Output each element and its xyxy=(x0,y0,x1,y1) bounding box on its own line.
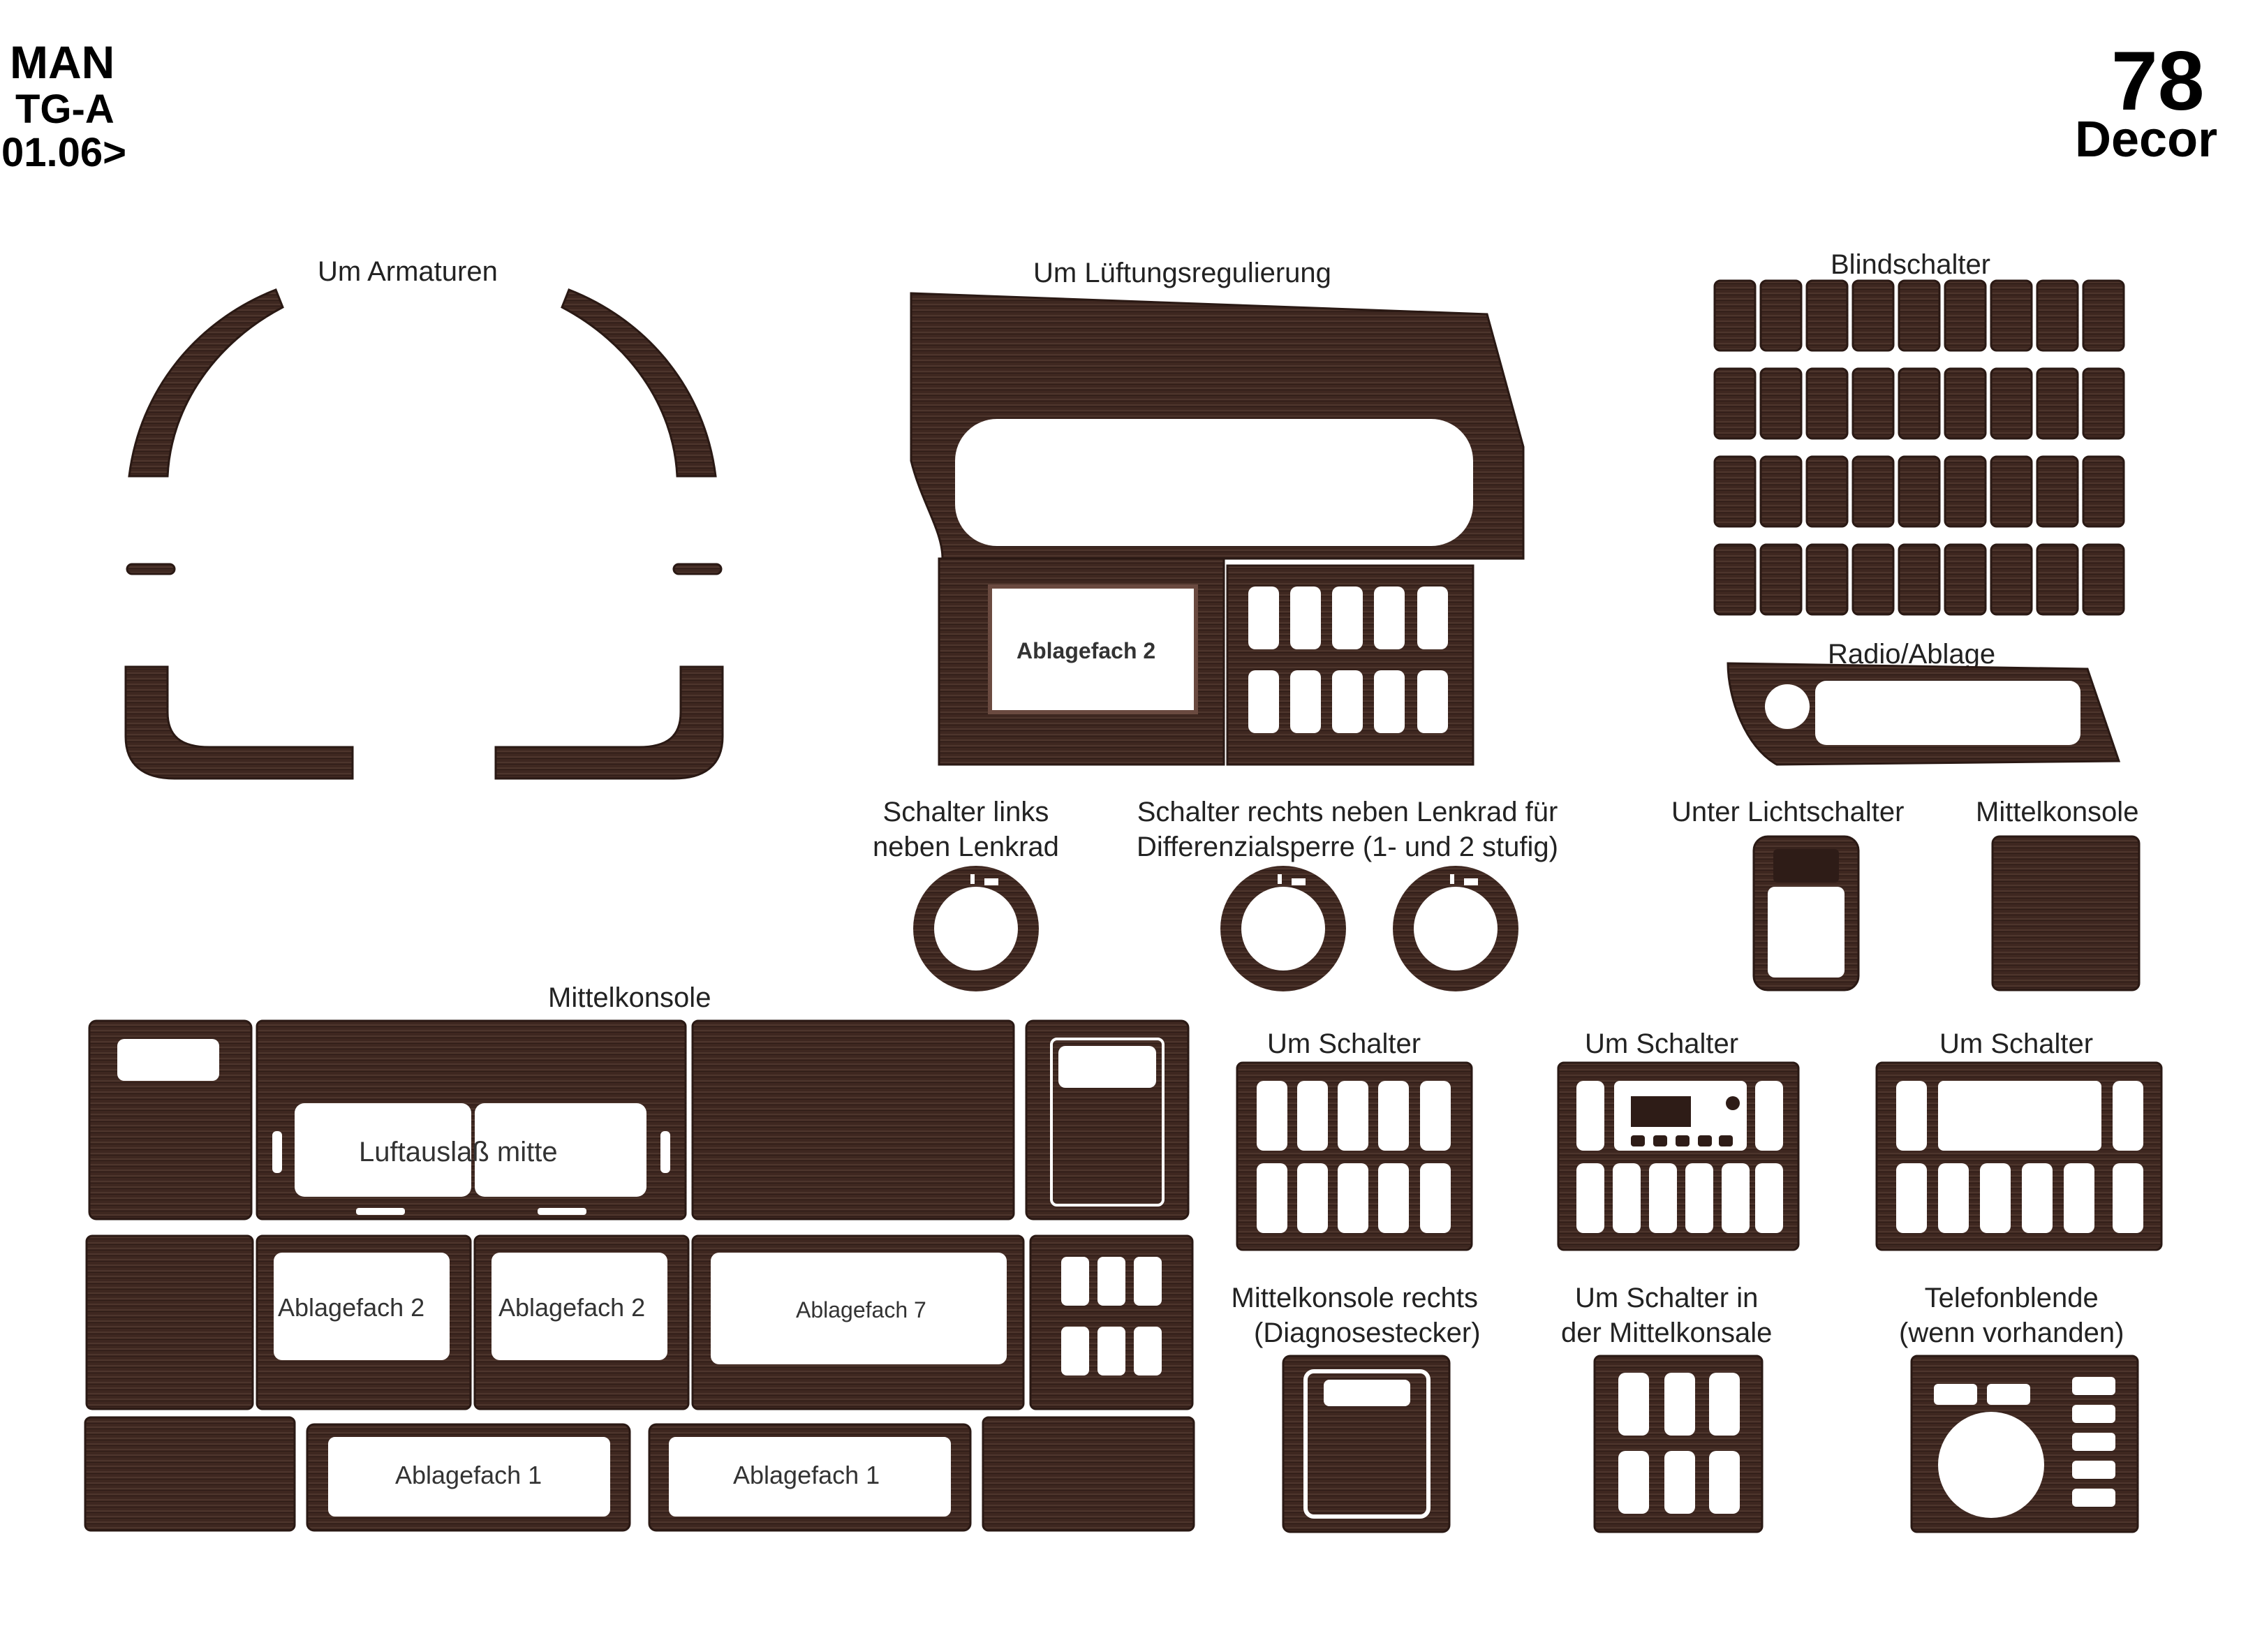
label-um-lueftung: Um Lüftungsregulierung xyxy=(1033,258,1331,288)
label-ablagefach-7: Ablagefach 7 xyxy=(796,1297,926,1322)
kit-number: 78 xyxy=(2111,34,2205,128)
radio-ablage-panel xyxy=(1727,662,2121,766)
label-telefon-line2: (wenn vorhanden) xyxy=(1899,1318,2124,1348)
label-schalter-rechts-line1: Schalter rechts neben Lenkrad für xyxy=(1137,797,1558,827)
unter-lichtschalter-part xyxy=(1752,835,1860,991)
label-um-schalter-3: Um Schalter xyxy=(1939,1028,2094,1059)
armaturen-corner-left xyxy=(124,665,354,780)
label-um-schalter-1: Um Schalter xyxy=(1267,1028,1421,1059)
label-um-armaturen: Um Armaturen xyxy=(318,256,498,287)
label-schalter-links-line1: Schalter links xyxy=(882,797,1049,827)
label-mittelkonsole-big: Mittelkonsole xyxy=(548,982,711,1013)
label-um-schalter-mk-line2: der Mittelkonsale xyxy=(1561,1318,1773,1348)
date-title: 01.06> xyxy=(1,130,127,175)
label-mk-rechts-line2: (Diagnosestecker) xyxy=(1254,1318,1481,1348)
label-ablagefach-2-a: Ablagefach 2 xyxy=(278,1293,425,1322)
um-schalter-2-part xyxy=(1557,1061,1800,1251)
label-mittelkonsole-small: Mittelkonsole xyxy=(1976,797,2139,827)
label-um-schalter-mk-line1: Um Schalter in xyxy=(1575,1283,1759,1313)
mk-rechts-part xyxy=(1282,1355,1451,1533)
label-schalter-rechts: Schalter rechts neben Lenkrad für Differ… xyxy=(1137,795,1558,864)
label-mk-rechts-line1: Mittelkonsole rechts xyxy=(1231,1283,1479,1313)
armaturen-clip-right xyxy=(672,563,723,575)
label-telefon: Telefonblende (wenn vorhanden) xyxy=(1899,1281,2124,1350)
um-schalter-3-part xyxy=(1875,1061,2163,1251)
kit-decor: Decor xyxy=(2075,112,2218,168)
label-schalter-rechts-line2: Differenzialsperre (1- und 2 stufig) xyxy=(1137,832,1558,862)
label-ablagefach-1-a: Ablagefach 1 xyxy=(395,1461,542,1489)
label-um-schalter-2: Um Schalter xyxy=(1585,1028,1739,1059)
telefon-part xyxy=(1910,1355,2139,1533)
label-unter-lichtschalter: Unter Lichtschalter xyxy=(1671,797,1905,827)
armaturen-corner-right xyxy=(494,665,724,780)
label-telefon-line1: Telefonblende xyxy=(1924,1283,2099,1313)
label-schalter-links-line2: neben Lenkrad xyxy=(873,832,1059,862)
lueftung-panel xyxy=(910,292,1525,766)
blindschalter-grid xyxy=(1713,279,2125,616)
label-blindschalter: Blindschalter xyxy=(1831,249,1991,280)
um-schalter-1-part xyxy=(1236,1061,1473,1251)
model-title: TG-A xyxy=(15,87,114,132)
mittelkonsole-small-part xyxy=(1991,835,2141,991)
label-luftauslass: Luftauslaß mitte xyxy=(359,1137,558,1167)
brand-title: MAN xyxy=(10,36,115,88)
label-ablagefach-2-b: Ablagefach 2 xyxy=(498,1293,646,1322)
mittelkonsole-big xyxy=(84,1019,1195,1532)
label-um-schalter-mk: Um Schalter in der Mittelkonsale xyxy=(1561,1281,1772,1350)
label-ablagefach-2-top: Ablagefach 2 xyxy=(1017,638,1156,663)
um-schalter-mk-part xyxy=(1593,1355,1764,1533)
armaturen-clip-left xyxy=(126,563,176,575)
switch-rings xyxy=(913,866,1518,991)
armaturen-arc-left xyxy=(128,288,284,478)
label-schalter-links: Schalter links neben Lenkrad xyxy=(873,795,1059,864)
label-ablagefach-1-b: Ablagefach 1 xyxy=(733,1461,880,1489)
label-mk-rechts: Mittelkonsole rechts (Diagnosestecker) xyxy=(1229,1281,1481,1350)
armaturen-arc-right xyxy=(561,288,717,478)
